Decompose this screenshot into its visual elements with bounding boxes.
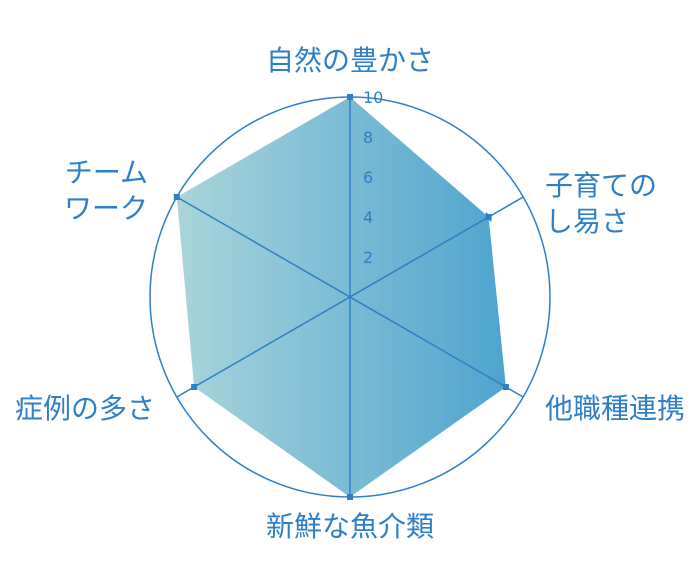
- data-point: [173, 194, 180, 200]
- axis-label: 子育てのし易さ: [545, 169, 657, 238]
- tick-label: 6: [363, 168, 373, 187]
- tick-label: 4: [363, 208, 373, 227]
- tick-label: 2: [363, 248, 373, 267]
- axis-label: チームワーク: [64, 156, 148, 225]
- data-area: [176, 97, 506, 497]
- data-point: [502, 384, 509, 390]
- axis-label: 新鮮な魚介類: [266, 510, 434, 543]
- data-point: [347, 494, 353, 500]
- axis-label: 自然の豊かさ: [266, 44, 434, 77]
- tick-label: 10: [363, 88, 383, 107]
- axis-label: 他職種連携: [545, 392, 685, 425]
- tick-label: 8: [363, 128, 373, 147]
- axis-line: [176, 196, 524, 398]
- data-point: [485, 214, 492, 220]
- axis-label: 症例の多さ: [15, 392, 155, 425]
- data-point: [347, 94, 353, 100]
- data-point: [191, 384, 198, 390]
